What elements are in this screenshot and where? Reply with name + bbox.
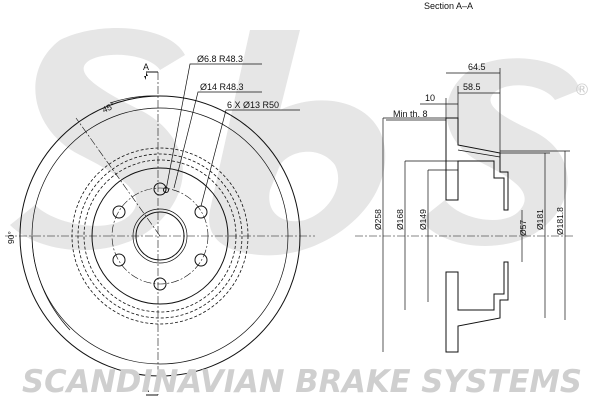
angle-45-line bbox=[75, 117, 161, 237]
angle-45-label: 45° bbox=[101, 100, 117, 114]
bolt-hole-2 bbox=[194, 205, 208, 219]
angle-45-arc bbox=[109, 95, 161, 104]
bolt-hole-4 bbox=[153, 277, 167, 291]
friction-ring-dashed-2 bbox=[77, 153, 243, 319]
dia-181: Ø181 bbox=[535, 209, 545, 230]
bolt-hole-3 bbox=[194, 253, 208, 267]
brand-name: SCANDINAVIAN BRAKE SYSTEMS bbox=[22, 364, 582, 400]
dim-64-5: 64.5 bbox=[468, 62, 486, 72]
dia-149: Ø149 bbox=[418, 209, 428, 230]
hat-outer bbox=[91, 167, 229, 305]
profile-upper bbox=[445, 117, 509, 211]
section-view: 64.5 58.5 10 Min th. 8 Ø258 Ø168 Ø149 Ø5… bbox=[355, 62, 575, 353]
callout-2: Ø14 R48.3 bbox=[200, 82, 244, 92]
logo-s-left bbox=[10, 28, 185, 251]
section-title: Section A–A bbox=[424, 1, 473, 11]
center-bore bbox=[135, 211, 185, 261]
friction-ring-dashed-1 bbox=[71, 147, 249, 325]
bolt-hole-6 bbox=[112, 205, 126, 219]
section-marker-bottom: A bbox=[143, 384, 149, 394]
callout-1: Ø6.8 R48.3 bbox=[197, 54, 243, 64]
friction-ring-dashed-3 bbox=[83, 159, 237, 313]
profile-upper-hat bbox=[457, 149, 501, 158]
dia-57: Ø57 bbox=[518, 220, 528, 236]
angle-90-arc bbox=[31, 235, 71, 331]
section-marker-top: A bbox=[143, 62, 149, 72]
sbs-watermark-logo bbox=[10, 28, 580, 256]
callout-3: 6 X Ø13 R50 bbox=[227, 100, 279, 110]
logo-b bbox=[209, 30, 386, 256]
callout-leader-1 bbox=[165, 63, 262, 191]
angle-90-label: 90° bbox=[6, 231, 16, 244]
dia-181-8: Ø181.8 bbox=[555, 207, 565, 235]
callout-leader-3 bbox=[200, 109, 300, 207]
callout-leader-2 bbox=[173, 91, 262, 189]
section-arrowhead-top bbox=[144, 72, 148, 80]
locating-hole bbox=[163, 187, 169, 193]
registered-mark: ® bbox=[574, 80, 590, 99]
bolt-hole-5 bbox=[112, 253, 126, 267]
profile-lower bbox=[445, 261, 509, 353]
center-bore-chamfer bbox=[132, 208, 188, 264]
bolt-circle bbox=[111, 187, 209, 285]
front-view: A A 45° 90° Ø6.8 R48.3 bbox=[5, 54, 315, 396]
dia-258: Ø258 bbox=[373, 209, 383, 230]
dia-168: Ø168 bbox=[395, 209, 405, 230]
dim-10: 10 bbox=[425, 93, 435, 103]
min-thickness: Min th. 8 bbox=[393, 109, 428, 119]
dim-58-5: 58.5 bbox=[463, 82, 481, 92]
